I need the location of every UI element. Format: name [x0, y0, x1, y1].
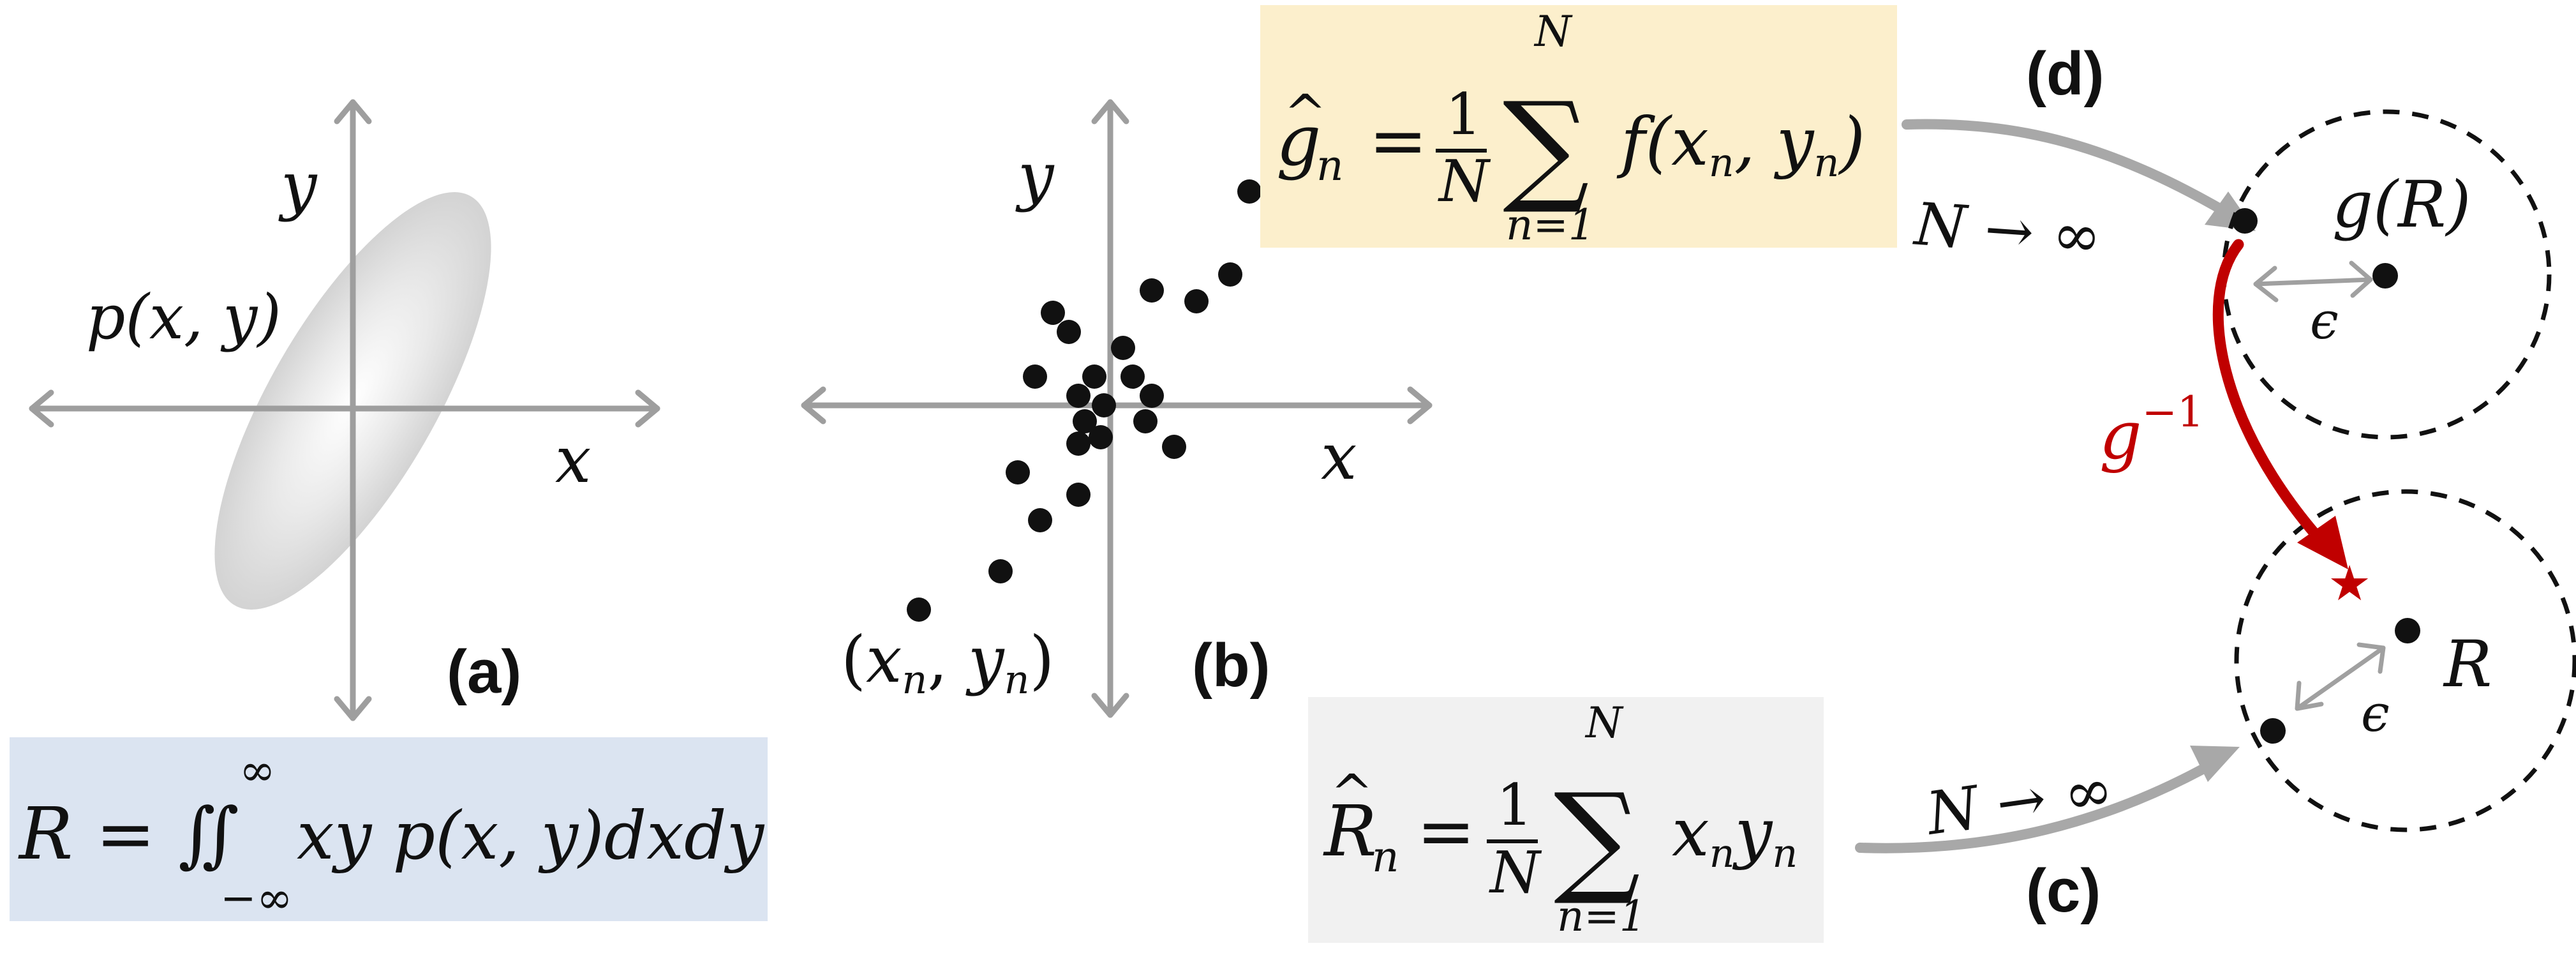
estimator-lhs-c: R	[1323, 790, 1377, 872]
sample-point	[1041, 301, 1065, 325]
frac-den-d: N	[1438, 148, 1491, 215]
epsilon-label-top: ϵ	[2310, 291, 2339, 350]
sum-top-d: N	[1533, 7, 1573, 56]
epsilon-arrow-top	[2253, 277, 2373, 287]
estimator-lhs-d: g	[1276, 100, 1321, 181]
estimator-hat-c: ^	[1330, 763, 1373, 823]
formula-lhs-a: R = ∬	[18, 793, 239, 876]
sigma-d: ∑	[1503, 76, 1590, 217]
sample-point	[1073, 409, 1097, 433]
sample-point	[1162, 435, 1186, 459]
r-label: R	[2443, 627, 2492, 702]
estimator-hat-d: ^	[1284, 84, 1327, 143]
sample-point	[1066, 432, 1091, 456]
inverse-map-label: g−1	[2099, 387, 2204, 474]
sample-point	[1120, 364, 1145, 389]
g-of-r-point	[2372, 263, 2398, 289]
panel-d: g ^ n = 1 N ∑ N n=1 f(xn, yn) (d) N → ∞	[1260, 5, 2256, 271]
sample-point	[1184, 289, 1209, 313]
summand-c: xnyn	[1672, 793, 1798, 876]
sample-point	[1140, 384, 1164, 408]
x-axis-label-a: x	[555, 423, 591, 497]
y-axis-label-a: y	[278, 148, 318, 223]
equals-c: =	[1417, 790, 1475, 872]
sample-point	[1028, 508, 1052, 532]
formula-body-a: xy p(x, y)dxdy	[297, 797, 765, 875]
sum-bottom-c: n=1	[1557, 892, 1646, 941]
panel-label-a: (a)	[447, 638, 521, 706]
sample-point	[907, 597, 931, 622]
epsilon-ball-bottom	[2234, 489, 2576, 832]
convergence-arrow-d	[1902, 119, 2245, 225]
sample-point	[1066, 483, 1091, 507]
sample-point	[1237, 179, 1262, 204]
convergence-arrow-c	[1855, 758, 2219, 853]
sample-point	[1057, 320, 1081, 344]
convergence-arrowhead-c	[2190, 746, 2240, 782]
panel-c: R ^ n = 1 N ∑ N n=1 xnyn (c) N → ∞	[1308, 697, 2240, 943]
sample-point	[988, 559, 1013, 583]
estimator-sub-c: n	[1372, 832, 1399, 882]
sum-bottom-d: n=1	[1506, 200, 1595, 250]
g-of-r-label: g(R)	[2332, 167, 2471, 242]
r-point	[2395, 618, 2420, 643]
frac-num-d: 1	[1445, 81, 1482, 148]
frac-num-c: 1	[1496, 772, 1533, 839]
sample-points	[907, 179, 1262, 622]
epsilon-arrow-bottom	[2295, 645, 2386, 711]
panel-label-d: (d)	[2026, 40, 2104, 108]
sample-point	[1023, 364, 1047, 389]
estimate-point-bottom	[2260, 718, 2286, 744]
sample-point	[1006, 460, 1030, 484]
sample-point	[1089, 425, 1113, 449]
panel-a: y x p(x, y) (a) R = ∬ ∞ −∞ xy p(x, y)dxd…	[10, 99, 768, 924]
formula-box-d	[1260, 5, 1897, 248]
panel-label-c: (c)	[2026, 857, 2101, 925]
sample-point	[1111, 336, 1135, 360]
sum-top-c: N	[1584, 698, 1624, 747]
lower-limit-a: −∞	[220, 873, 293, 924]
limit-label-d: N → ∞	[1911, 190, 2103, 271]
y-axis-label-b: y	[1015, 139, 1055, 213]
target-region: g(R) R ϵ ϵ g−1 ★	[2099, 109, 2576, 832]
sample-point	[1066, 384, 1091, 408]
x-axis-label-b: x	[1321, 419, 1357, 494]
frac-den-c: N	[1489, 839, 1542, 906]
epsilon-label-bottom: ϵ	[2361, 684, 2390, 743]
estimator-sub-d: n	[1316, 141, 1344, 190]
panel-label-b: (b)	[1192, 631, 1270, 700]
density-label: p(x, y)	[86, 282, 281, 353]
panel-b: y x (xn, yn) (b)	[801, 99, 1433, 718]
inverse-map-arrow	[2212, 239, 2328, 548]
inverse-map-arrowhead	[2297, 516, 2348, 569]
recovered-star-icon: ★	[2328, 555, 2371, 612]
sample-point	[1133, 409, 1158, 433]
summand-d: f(xn, yn)	[1616, 103, 1865, 186]
sigma-c: ∑	[1554, 767, 1641, 908]
estimate-point-top	[2232, 208, 2258, 234]
upper-limit-a: ∞	[239, 746, 276, 796]
formula-box-c	[1308, 697, 1824, 943]
sample-point	[1082, 364, 1106, 389]
sample-label: (xn, yn)	[841, 622, 1054, 703]
sample-point	[1092, 393, 1116, 417]
sample-point	[1140, 278, 1164, 303]
formula-box-a	[10, 737, 768, 921]
axes-a	[29, 99, 660, 721]
sample-point	[1218, 262, 1242, 287]
equals-d: =	[1369, 100, 1427, 181]
